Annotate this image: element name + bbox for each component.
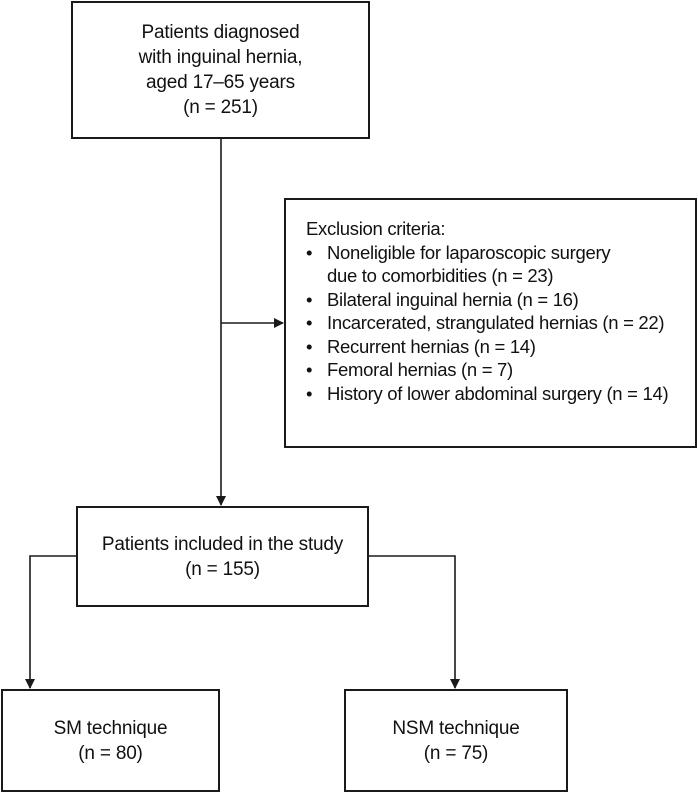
exclusion-item-femoral: Femoral hernias (n = 7) — [306, 358, 695, 382]
exclusion-item-incarcerated: Incarcerated, strangulated hernias (n = … — [306, 311, 695, 335]
sm-count: (n = 80) — [78, 742, 143, 764]
diagnosed-line-1: Patients diagnosed — [141, 22, 300, 43]
diagnosed-line-2: with inguinal hernia, — [138, 47, 303, 68]
exclusion-item-recurrent: Recurrent hernias (n = 14) — [306, 335, 695, 359]
diagnosed-patients-box: Patients diagnosed with inguinal hernia,… — [71, 1, 370, 139]
exclusion-item-bilateral: Bilateral inguinal hernia (n = 16) — [306, 288, 695, 312]
nsm-label: NSM technique — [392, 717, 520, 739]
included-label: Patients included in the study — [101, 533, 344, 555]
included-count: (n = 155) — [185, 558, 260, 580]
diagnosed-count: (n = 251) — [183, 97, 258, 118]
nsm-branch-line — [369, 555, 460, 689]
diagnosed-line-3: aged 17–65 years — [146, 72, 295, 93]
exclusion-item-prior-surgery: History of lower abdominal surgery (n = … — [306, 382, 695, 406]
exclusion-criteria-box: Exclusion criteria: Noneligible for lapa… — [284, 198, 697, 448]
sm-branch-line — [25, 555, 76, 689]
sm-label: SM technique — [53, 717, 168, 739]
nsm-technique-box: NSM technique (n = 75) — [344, 689, 568, 792]
exclusion-title: Exclusion criteria: — [306, 218, 446, 239]
included-patients-box: Patients included in the study (n = 155) — [76, 506, 369, 607]
exclusion-list: Noneligible for laparoscopic surgery due… — [306, 241, 695, 406]
nsm-count: (n = 75) — [423, 742, 489, 764]
sm-technique-box: SM technique (n = 80) — [1, 689, 220, 792]
exclusion-item-comorbidities: Noneligible for laparoscopic surgery due… — [306, 241, 695, 288]
